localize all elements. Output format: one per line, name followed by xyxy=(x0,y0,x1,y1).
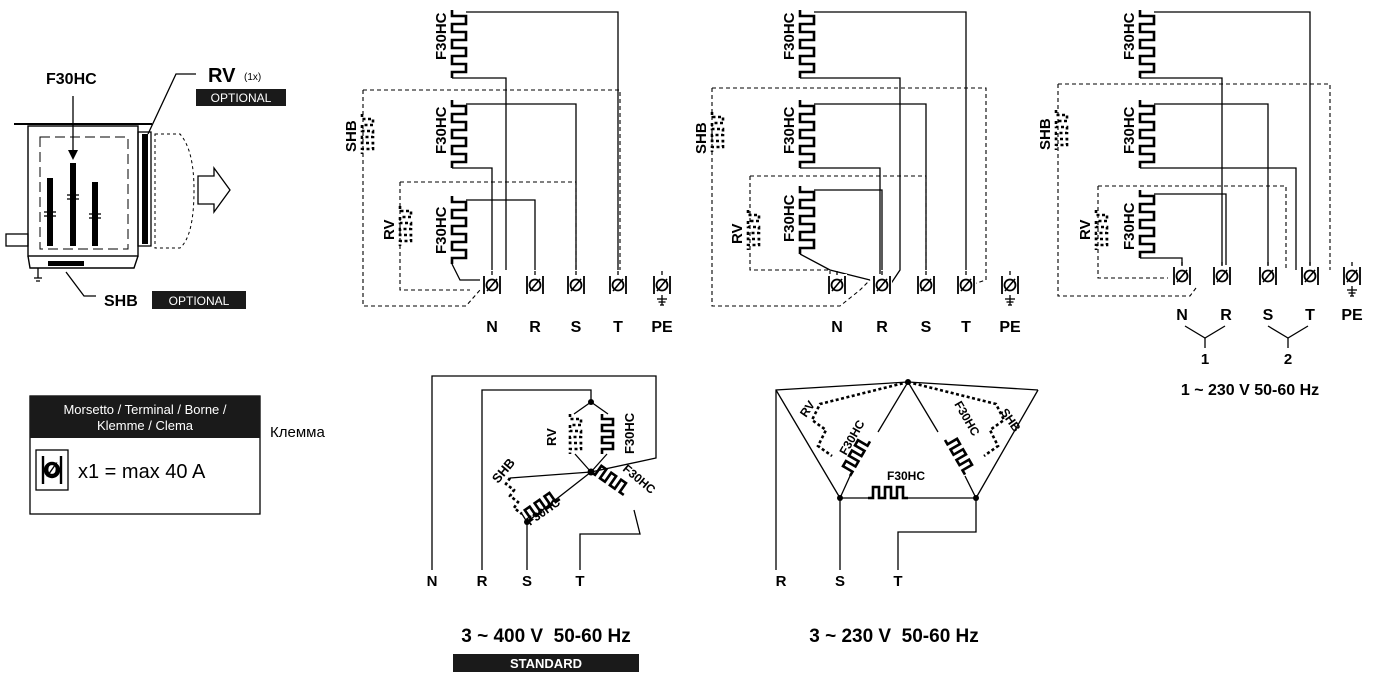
delta-terminal-s: S xyxy=(835,573,845,590)
panel3-terminal-s: S xyxy=(1263,307,1274,324)
panel2-rv: RV xyxy=(729,223,746,244)
delta-element-right: F30HC xyxy=(951,399,982,439)
panel1-terminal-n: N xyxy=(486,319,498,336)
panel3-element-mid: F30HC xyxy=(1121,106,1138,154)
rv-optional-text: OPTIONAL xyxy=(211,91,272,105)
panel1-terminal-pe: PE xyxy=(651,319,673,336)
panel2-shb: SHB xyxy=(693,122,710,154)
star-terminal-r: R xyxy=(477,573,488,590)
wiring-panel-1 xyxy=(360,8,671,307)
panel2-element-top: F30HC xyxy=(781,12,798,60)
panel2-terminal-t: T xyxy=(961,319,971,336)
shb-optional-text: OPTIONAL xyxy=(169,294,230,308)
panel1-shb: SHB xyxy=(343,120,360,152)
panel3-terminal-r: R xyxy=(1220,307,1232,324)
delta-schematic xyxy=(775,379,1039,570)
legend-header-line2: Klemme / Clema xyxy=(97,418,194,433)
standard-badge xyxy=(453,654,639,672)
star-schematic xyxy=(431,375,657,570)
panel3-terminal-n: N xyxy=(1176,307,1188,324)
panel1-rv: RV xyxy=(381,219,398,240)
delta-terminal-r: R xyxy=(776,573,787,590)
panel3-shb: SHB xyxy=(1037,118,1054,150)
panel2-element-mid: F30HC xyxy=(781,106,798,154)
delta-terminal-t: T xyxy=(893,573,902,590)
panel3-terminal-t: T xyxy=(1305,307,1315,324)
panel3-element-bottom: F30HC xyxy=(1121,202,1138,250)
star-element-right: F30HC xyxy=(620,462,658,497)
panel3-rv: RV xyxy=(1077,219,1094,240)
star-terminal-n: N xyxy=(427,573,438,590)
panel3-terminal-pe: PE xyxy=(1341,307,1363,324)
star-caption: 3 ~ 400 V 50-60 Hz xyxy=(461,626,631,647)
shb-optional-badge xyxy=(152,291,246,309)
panel1-element-top: F30HC xyxy=(433,12,450,60)
delta-caption: 3 ~ 230 V 50-60 Hz xyxy=(809,626,979,647)
star-terminal-t: T xyxy=(575,573,584,590)
unit-element-label: F30HC xyxy=(46,71,97,88)
panel2-terminal-pe: PE xyxy=(999,319,1021,336)
delta-rv: RV xyxy=(797,398,818,420)
panel3-element-top: F30HC xyxy=(1121,12,1138,60)
panel2-element-bottom: F30HC xyxy=(781,194,798,242)
rv-qty: (1x) xyxy=(244,72,261,83)
panel2-terminal-n: N xyxy=(831,319,843,336)
star-terminal-s: S xyxy=(522,573,532,590)
legend-header-line1: Morsetto / Terminal / Borne / xyxy=(63,402,226,417)
rv-optional-badge xyxy=(196,89,286,106)
panel2-terminal-s: S xyxy=(921,319,932,336)
panel3-caption: 1 ~ 230 V 50-60 Hz xyxy=(1181,382,1319,399)
wiring-panel-3 xyxy=(1054,8,1361,348)
panel3-group-2: 2 xyxy=(1284,351,1292,368)
panel1-terminal-t: T xyxy=(613,319,623,336)
legend-terminal-glyph: Ø xyxy=(45,460,59,480)
panel3-group-1: 1 xyxy=(1201,351,1209,368)
panel1-terminal-s: S xyxy=(571,319,582,336)
shb-label: SHB xyxy=(104,293,138,310)
panel1-element-bottom: F30HC xyxy=(433,206,450,254)
star-rv: RV xyxy=(544,428,559,446)
terminal-legend xyxy=(29,395,261,515)
legend-spec: x1 = max 40 A xyxy=(78,461,206,483)
panel1-terminal-r: R xyxy=(529,319,541,336)
rv-label: RV xyxy=(208,65,236,87)
star-element-left: F30HC xyxy=(524,495,563,528)
delta-element-bottom: F30HC xyxy=(887,469,925,483)
panel2-terminal-r: R xyxy=(876,319,888,336)
legend-side-label: Клемма xyxy=(270,424,325,441)
star-element-top: F30HC xyxy=(622,412,637,454)
panel1-element-mid: F30HC xyxy=(433,106,450,154)
unit-illustration xyxy=(5,73,231,297)
standard-badge-text: STANDARD xyxy=(510,656,582,671)
star-shb: SHB xyxy=(489,455,518,486)
wiring-panel-2 xyxy=(710,8,1019,307)
